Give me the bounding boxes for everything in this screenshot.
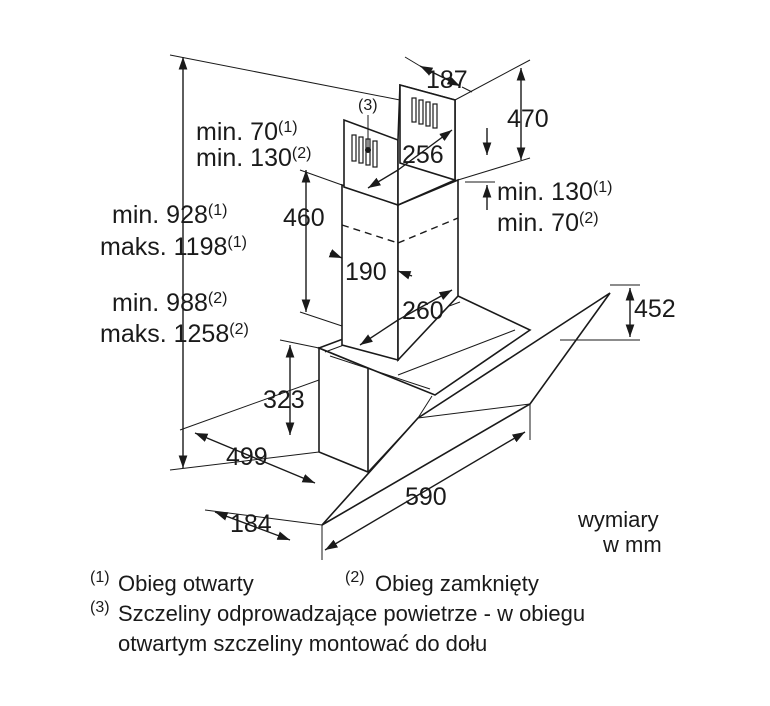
dim-190: 190 [345, 258, 387, 286]
upper-right-line1: min. 130(1) [497, 178, 612, 206]
ref-3-label: (3) [358, 97, 378, 114]
units-line2: w mm [602, 532, 662, 557]
total2-line1: min. 988(2) [112, 289, 227, 317]
air-vent-slots-back [411, 97, 438, 129]
total2-line2: maks. 1258(2) [100, 320, 249, 348]
total1-line2: maks. 1198(1) [100, 233, 247, 261]
dim-184: 184 [230, 510, 272, 538]
legend-item2-marker: (2) [345, 569, 365, 586]
dim-260: 260 [402, 297, 444, 325]
clearance-labels: min. 70(1) min. 130(2) min. 130(1) min. … [100, 118, 662, 557]
legend-item3-line2: otwartym szczeliny montować do dołu [118, 631, 487, 656]
legend-item3-marker: (3) [90, 599, 110, 616]
hood-drawing [316, 83, 611, 526]
units-line1: wymiary [577, 507, 659, 532]
legend: (1) Obieg otwarty (2) Obieg zamknięty (3… [90, 569, 585, 656]
dim-590: 590 [405, 483, 447, 511]
dim-460: 460 [283, 204, 325, 232]
chimney-overlap-line [341, 224, 399, 244]
upper-right-line2: min. 70(2) [497, 209, 599, 237]
upper-left-line1: min. 70(1) [196, 118, 298, 146]
upper-left-line2: min. 130(2) [196, 144, 311, 172]
legend-item1-text: Obieg otwarty [118, 571, 254, 596]
dim-499: 499 [226, 443, 268, 471]
dimension-labels: 187 470 256 460 190 260 452 323 499 590 … [226, 66, 676, 538]
dim-187: 187 [426, 66, 468, 94]
legend-item2-text: Obieg zamknięty [375, 571, 539, 596]
air-vent-slots-front [351, 134, 378, 168]
dim-256: 256 [402, 141, 444, 169]
dimension-lines [169, 54, 640, 560]
total1-line1: min. 928(1) [112, 201, 227, 229]
dim-452: 452 [634, 295, 676, 323]
dim-323: 323 [263, 386, 305, 414]
legend-item1-marker: (1) [90, 569, 110, 586]
legend-item3-line1: Szczeliny odprowadzające powietrze - w o… [118, 601, 585, 626]
dim-470: 470 [507, 105, 549, 133]
